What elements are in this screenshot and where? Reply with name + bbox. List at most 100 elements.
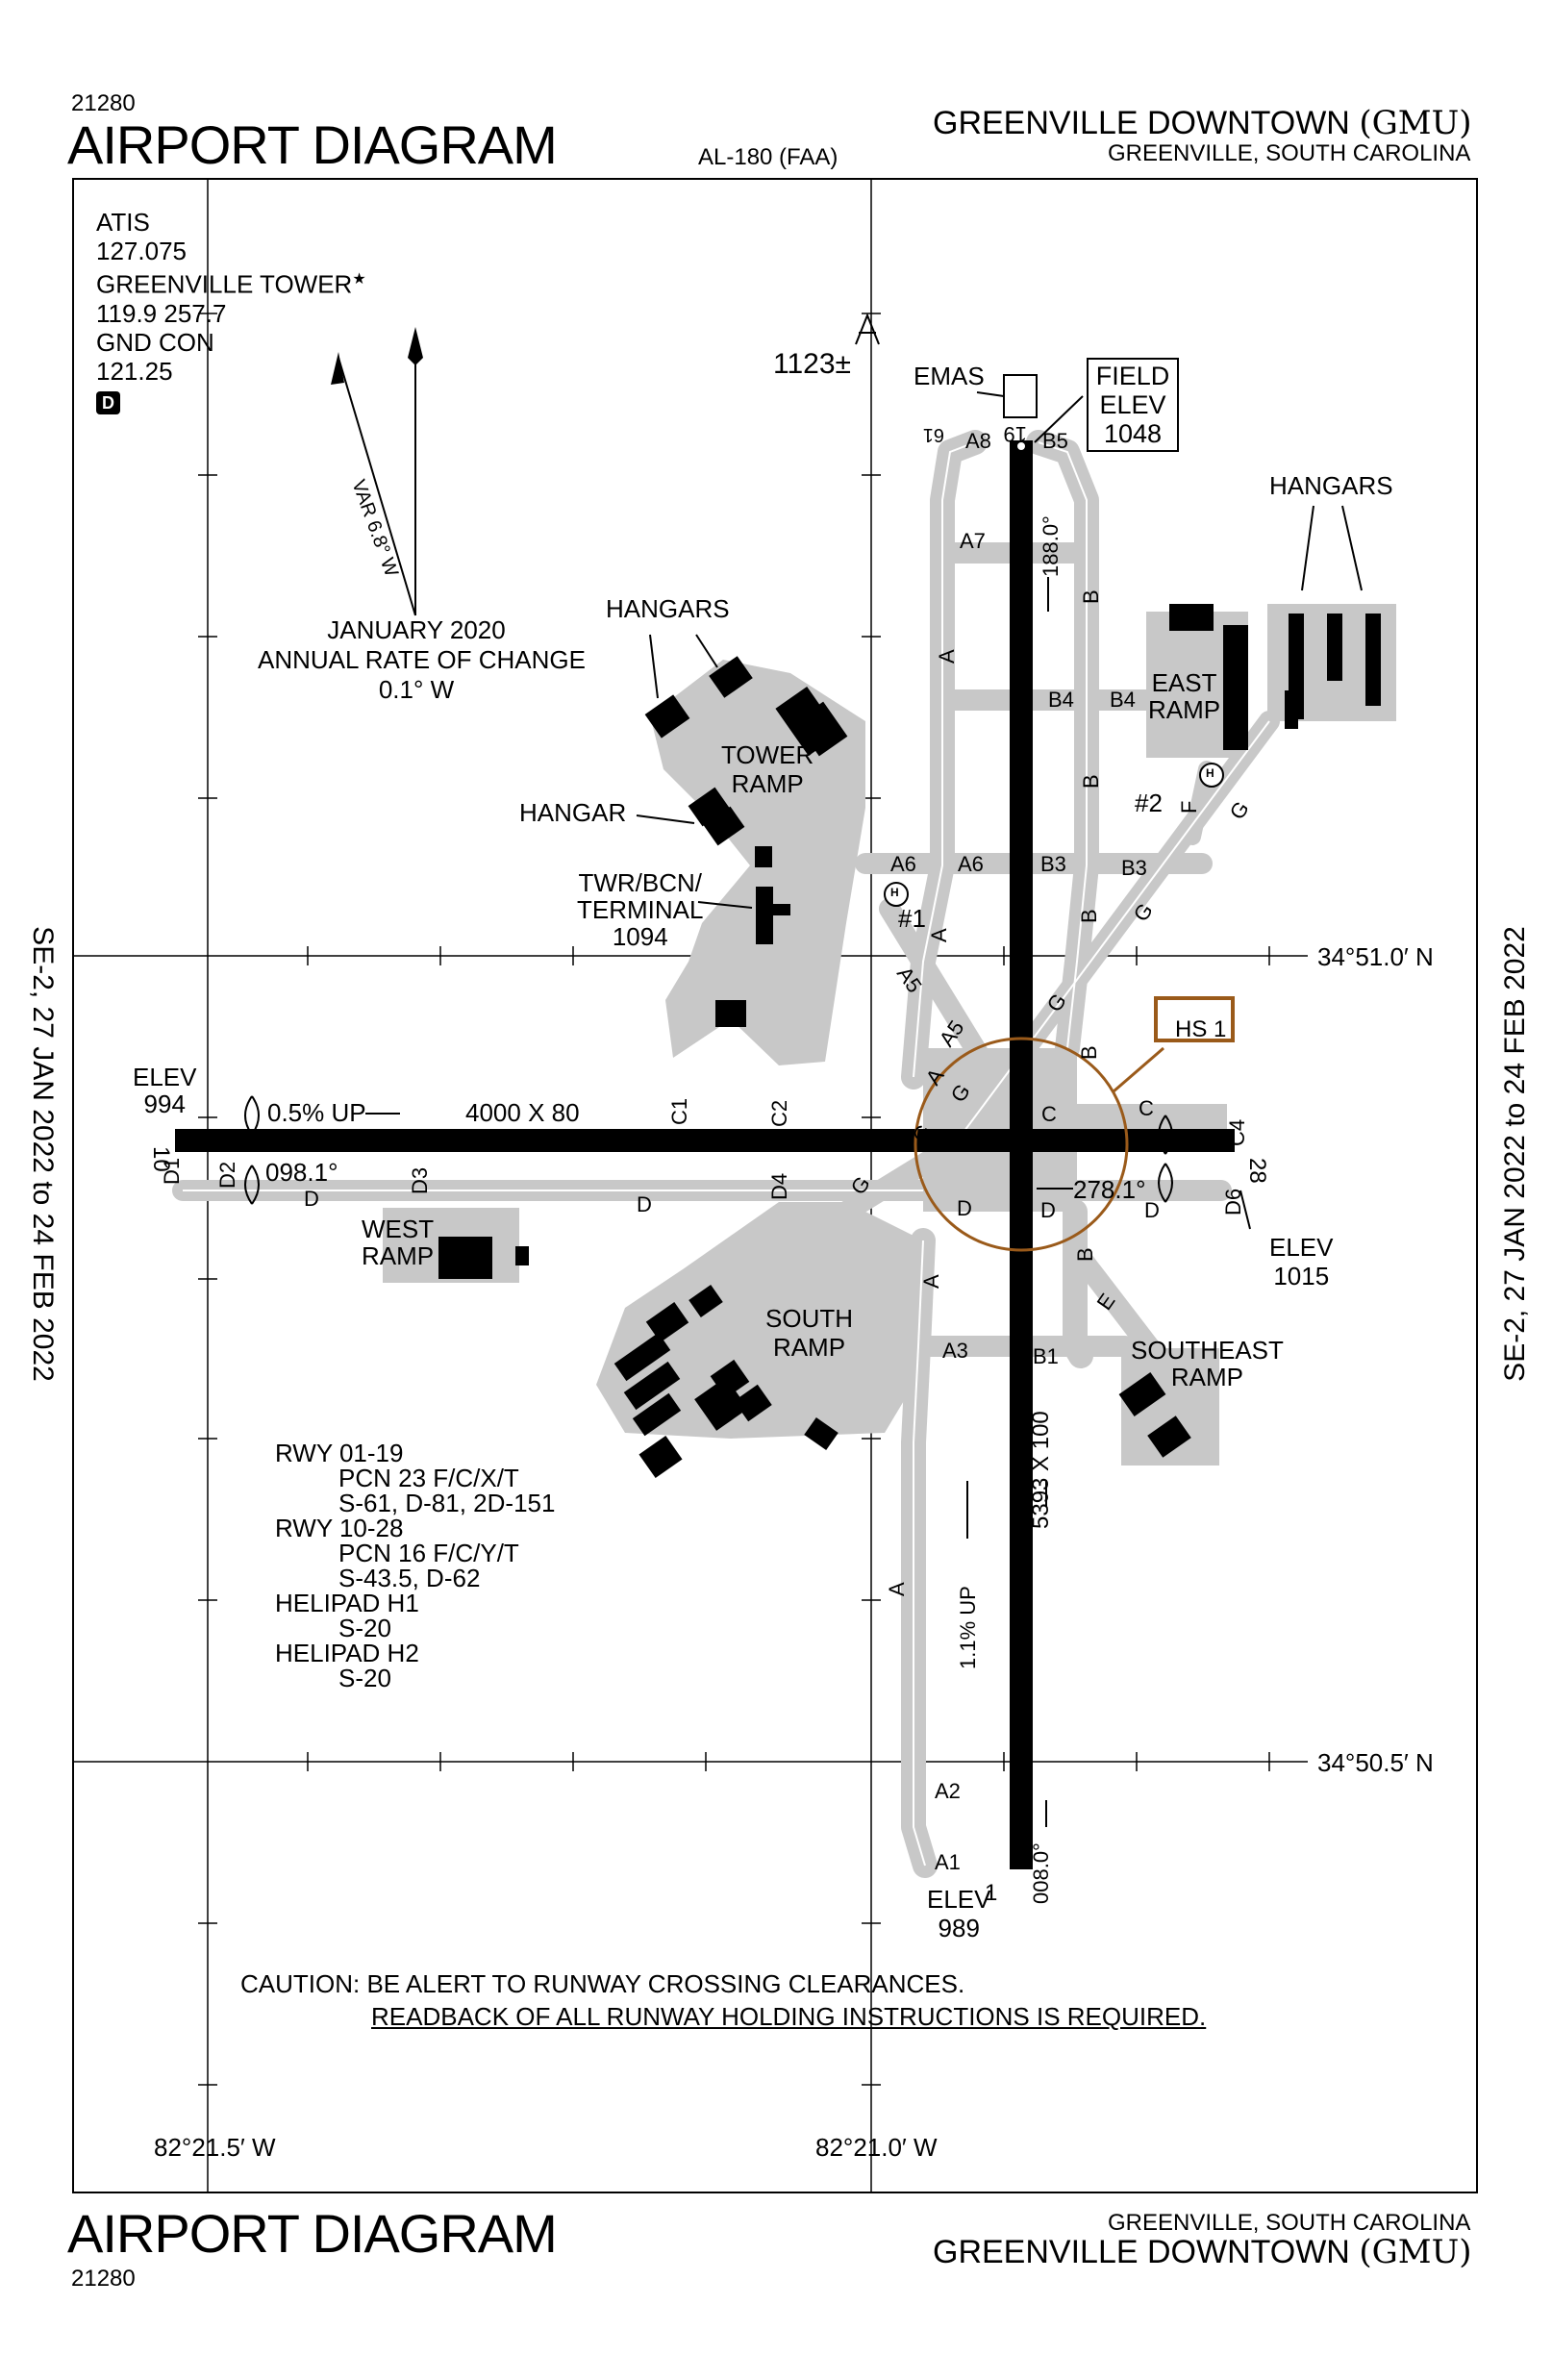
label-d6: D6 (1221, 1189, 1245, 1215)
mag-rate-block: JANUARY 2020 ANNUAL RATE OF CHANGE 0.1° … (258, 615, 586, 705)
south-ramp-area (596, 1202, 931, 1439)
footer-chart-id: 21280 (71, 2266, 136, 2292)
mag-rate: 0.1° W (378, 675, 455, 704)
label-a-north: A (935, 649, 959, 664)
helipad-2-symbol: H (1206, 766, 1214, 780)
pav-rwy-1028: RWY 10-28 (275, 1514, 404, 1542)
label-a3: A3 (942, 1339, 968, 1363)
label-hotspot: HS 1 (1175, 1016, 1226, 1042)
atis-label: ATIS (96, 208, 150, 237)
pav-wt-1028: S-43.5, D-62 (338, 1564, 481, 1592)
pavement-block: RWY 01-19 PCN 23 F/C/X/T S-61, D-81, 2D-… (275, 1441, 555, 1691)
label-d3: D3 (408, 1167, 432, 1194)
elev-1-block: ELEV 989 (927, 1885, 991, 1942)
helipad-1-symbol: H (890, 886, 899, 899)
dims-1028: 4000 X 80 (465, 1098, 580, 1127)
label-g-ne: G (1225, 797, 1254, 824)
caution-line1: CAUTION: BE ALERT TO RUNWAY CROSSING CLE… (240, 1969, 965, 1998)
helipad-h2 (1199, 763, 1224, 788)
label-d1: D1 (160, 1158, 184, 1185)
elev-10: 994 (143, 1090, 186, 1118)
label-a-south: A (885, 1582, 909, 1596)
airport-location: GREENVILLE, SOUTH CAROLINA (1108, 140, 1471, 166)
label-emas-dist: 61 (923, 424, 944, 445)
chart-id: 21280 (71, 90, 136, 116)
label-c1: C1 (667, 1098, 691, 1125)
label-b-m: B (1079, 774, 1103, 789)
label-c2: C2 (767, 1100, 791, 1127)
west-ramp-label: WEST RAMP (362, 1215, 435, 1270)
graticule-ticks (198, 313, 1270, 2086)
pav-wt-0119: S-61, D-81, 2D-151 (338, 1489, 556, 1517)
twr-block: TWR/BCN/ TERMINAL 1094 (577, 869, 703, 950)
caution-line2: READBACK OF ALL RUNWAY HOLDING INSTRUCTI… (371, 2002, 1207, 2031)
label-rwy28: 28 (1244, 1158, 1270, 1184)
label-b5: B5 (1042, 429, 1068, 453)
label-a7: A7 (960, 529, 986, 553)
label-a-mid: A (927, 928, 951, 942)
emas-box (1003, 374, 1038, 418)
tower-line: GREENVILLE TOWER★ (96, 265, 366, 299)
frequencies-block: ATIS 127.075 GREENVILLE TOWER★ 119.9 257… (96, 208, 366, 414)
twr-label: TWR/BCN/ (578, 868, 702, 897)
obstacle-elevation: 1123± (773, 348, 851, 380)
mag-rate-label: ANNUAL RATE OF CHANGE (258, 645, 586, 674)
elev-28-block: ELEV 1015 (1269, 1233, 1334, 1290)
runway-10-28 (175, 1129, 1235, 1152)
lat-upper: 34°51.0′ N (1317, 942, 1434, 971)
pav-rwy-0119: RWY 01-19 (275, 1439, 404, 1467)
south-ramp-label: SOUTH RAMP (765, 1304, 853, 1362)
label-hdg-19: 188.0° (1039, 515, 1063, 577)
airport-code: (GMU) (1359, 104, 1472, 142)
runway-01-19 (1010, 440, 1033, 1869)
helipad-h1 (884, 882, 909, 907)
page-title: AIRPORT DIAGRAM (67, 114, 558, 175)
buildings (438, 604, 1381, 1479)
label-b-m2: B (1077, 909, 1101, 923)
mag-date: JANUARY 2020 (327, 615, 506, 644)
pav-heli-h1: HELIPAD H1 (275, 1589, 419, 1617)
label-d-far: D (1144, 1198, 1160, 1222)
label-d2: D2 (215, 1162, 239, 1189)
label-slope-01: 1.1% UP (956, 1586, 980, 1669)
helipad-1-label: #1 (898, 904, 926, 933)
label-b3b: B3 (1121, 856, 1147, 880)
hdg-10: 098.1° (265, 1158, 338, 1187)
var-arrow-line (338, 357, 416, 616)
label-a6b: A6 (958, 852, 984, 876)
obstacle-symbol (855, 313, 880, 345)
d-atis-badge: D (96, 390, 120, 414)
footer-location: GREENVILLE, SOUTH CAROLINA (1108, 2210, 1471, 2236)
tower-star: ★ (352, 271, 366, 288)
field-elev-line1: FIELD (1095, 362, 1170, 390)
footer-title: AIRPORT DIAGRAM (67, 2203, 558, 2264)
tower-freq: 119.9 257.7 (96, 298, 227, 328)
pav-heli-h2: HELIPAD H2 (275, 1639, 419, 1667)
field-elev-line2: ELEV (1099, 390, 1166, 419)
southeast-ramp-label: SOUTHEAST RAMP (1131, 1336, 1284, 1391)
footer-airport-name: GREENVILLE DOWNTOWN (GMU) (933, 2233, 1472, 2271)
tower-label: GREENVILLE TOWER (96, 269, 353, 299)
label-c: C (1041, 1102, 1057, 1126)
pav-wt-h1: S-20 (338, 1614, 391, 1642)
helipad-2-label: #2 (1135, 789, 1163, 817)
diagram-frame (72, 178, 1478, 2193)
label-rwy10: 10 (148, 1146, 174, 1172)
hangars-ne-label: HANGARS (1269, 471, 1393, 500)
label-b4b: B4 (1110, 688, 1136, 712)
airport-name-text: GREENVILLE DOWNTOWN (933, 105, 1350, 141)
runways (175, 440, 1235, 1869)
emas-label: EMAS (914, 362, 985, 390)
elev-1: 989 (938, 1914, 980, 1942)
label-rwy1: 1 (985, 1880, 997, 1906)
pav-pcn-0119: PCN 23 F/C/X/T (338, 1464, 519, 1492)
label-hdg-01: 008.0° (1029, 1842, 1053, 1904)
label-d-west: D (304, 1187, 319, 1211)
slope-10: 0.5% UP (267, 1098, 366, 1127)
label-b-n: B (1079, 589, 1103, 604)
east-ramp-label: EAST RAMP (1148, 668, 1221, 724)
field-elev-value: 1048 (1103, 419, 1163, 448)
mag-north-arrow-head (331, 352, 344, 385)
label-c-east: C (1139, 1096, 1154, 1120)
